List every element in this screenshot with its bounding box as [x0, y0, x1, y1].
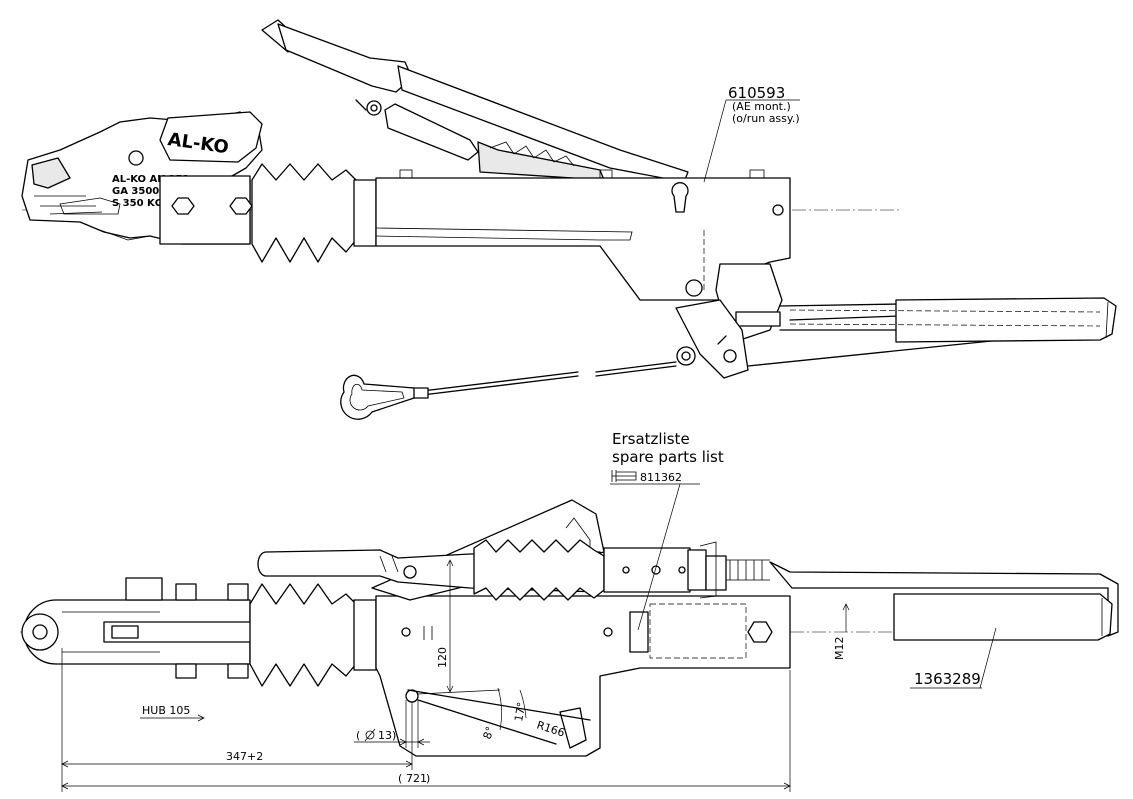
hole-diameter-label: 13: [378, 729, 392, 742]
plan-view: Ersatzliste spare parts list 811362 1363…: [20, 430, 1119, 792]
handbrake-lever-lowered: [747, 297, 1117, 367]
bellows-side: [251, 163, 377, 263]
overall-length-label: 721: [406, 772, 427, 785]
dimension-overall-length: ( 721 ): [61, 670, 791, 792]
svg-text:): ): [426, 772, 430, 785]
spare-parts-number: 811362: [640, 471, 682, 484]
handbrake-lever-plan: [893, 593, 1113, 641]
coupling-head-plan: [21, 577, 263, 679]
overrun-part-number: 610593: [728, 84, 785, 102]
stroke-label: HUB 105: [142, 704, 190, 717]
dimension-hole-diameter: ( 13 ): [354, 700, 430, 748]
dimension-stroke: HUB 105: [140, 704, 205, 722]
overrun-housing-side: [375, 169, 791, 301]
book-icon: [611, 470, 637, 482]
dimension-length-to-hole: 347+2: [61, 648, 413, 792]
side-view: AL-KO AL-KO AK 351 GA 3500 KG S 350 KG: [21, 19, 1117, 420]
length-to-hole-label: 347+2: [226, 750, 263, 763]
svg-text:(: (: [356, 729, 360, 742]
coupling-rating-ga: GA 3500 KG: [112, 186, 179, 197]
angle-1-label: 8°: [481, 725, 497, 741]
overrun-housing-plan: [371, 499, 791, 757]
lever-part-number: 1363289: [914, 670, 981, 688]
brake-linkage-side: [675, 263, 783, 379]
overrun-note-de: (AE mont.): [732, 100, 791, 113]
angle-2-label: 17°: [512, 701, 528, 722]
spare-parts-title-en: spare parts list: [612, 448, 724, 466]
svg-text:(: (: [398, 772, 402, 785]
handbrake-lever-raised: [261, 19, 689, 183]
callout-overrun-assembly: 610593 (AE mont.) (o/run assy.): [703, 84, 800, 183]
drawbar-plan: [257, 539, 1119, 637]
overrun-note-en: (o/run assy.): [732, 112, 800, 125]
diameter-icon: [364, 728, 376, 742]
bellows-plan: [249, 583, 377, 687]
lever-callout: 1363289: [910, 627, 997, 689]
dimension-thread: M12: [833, 603, 850, 661]
coupling-rating-s: S 350 KG: [112, 198, 163, 209]
spare-parts-callout: Ersatzliste spare parts list 811362: [610, 430, 724, 631]
coupling-model: AL-KO AK 351: [112, 174, 189, 185]
height-offset-label: 120: [436, 647, 449, 668]
breakaway-cable: [340, 361, 677, 420]
dimension-height: 120: [436, 559, 454, 693]
svg-text:): ): [392, 729, 396, 742]
spare-parts-title-de: Ersatzliste: [612, 430, 690, 448]
thread-label: M12: [833, 637, 846, 661]
coupling-head-side: AL-KO AL-KO AK 351 GA 3500 KG S 350 KG: [21, 111, 263, 245]
